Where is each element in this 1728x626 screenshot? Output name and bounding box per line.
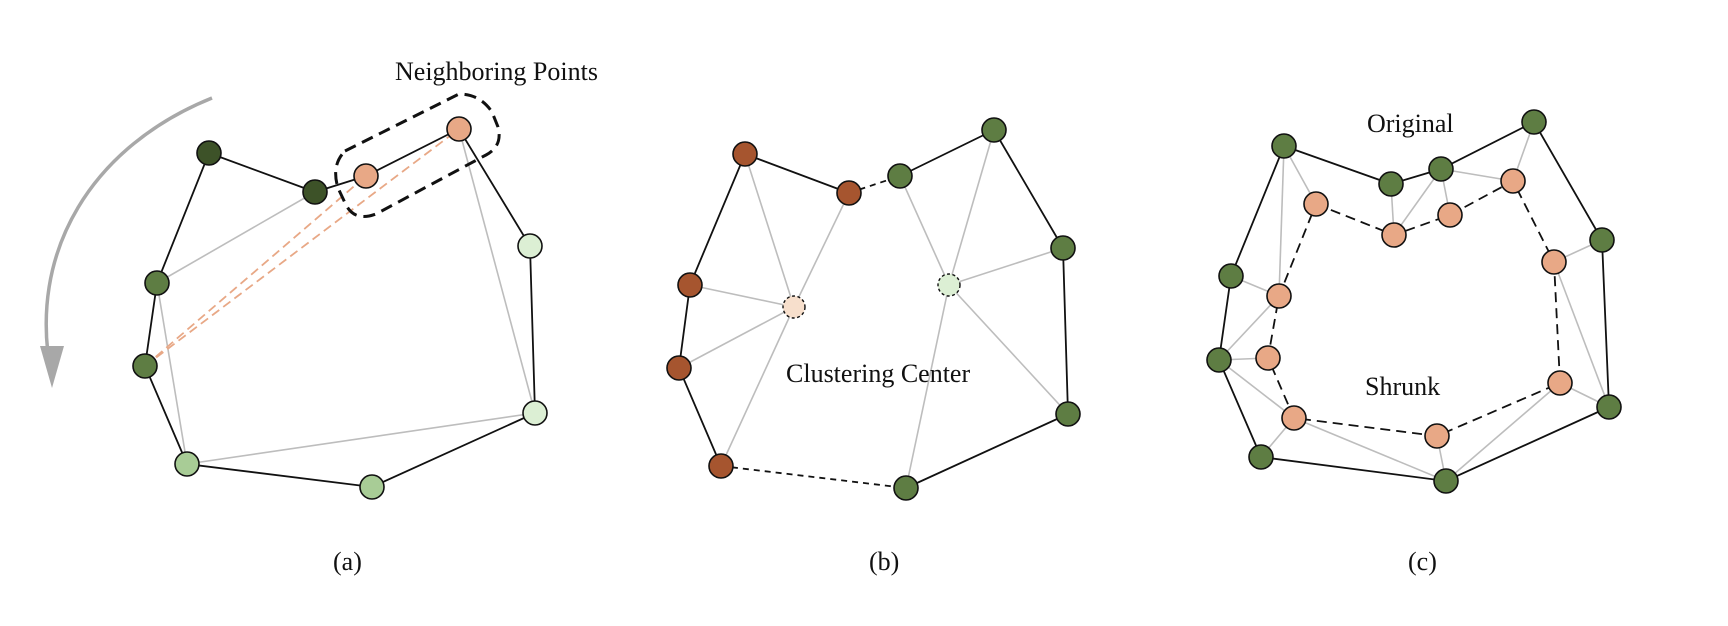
cluster-center-green [937,273,961,297]
node [1248,444,1274,470]
node [1266,283,1292,309]
node [1378,171,1404,197]
caption-c: (c) [1408,547,1437,576]
node [708,453,734,479]
shrunk-label: Shrunk [1365,372,1440,401]
panel-a-nodes [132,116,548,500]
node [522,400,548,426]
neighboring-points-label: Neighboring Points [395,57,598,86]
node [1437,202,1463,228]
node [893,475,919,501]
panel-b-spokes [678,129,1069,489]
node [1055,401,1081,427]
node [981,117,1007,143]
node [836,180,862,206]
node [1271,133,1297,159]
cluster-center-brown [782,295,806,319]
node [1500,168,1526,194]
panel-a: Neighboring Points (a) [40,57,598,576]
node [1218,263,1244,289]
node [1206,347,1232,373]
node [666,355,692,381]
node [144,270,170,296]
node [1281,405,1307,431]
node [887,163,913,189]
node [1428,156,1454,182]
node [1424,423,1450,449]
node [1596,394,1622,420]
node [359,474,385,500]
node [174,451,200,477]
node [1547,370,1573,396]
node [1303,191,1329,217]
panel-b-nodes [666,117,1081,501]
rotation-arrow-icon [44,96,213,379]
node [132,353,158,379]
node [302,179,328,205]
rotation-arrow-head-icon [40,346,64,388]
node [1381,222,1407,248]
node [1255,345,1281,371]
node [446,116,472,142]
neighbor-highlight-box [334,92,501,218]
caption-a: (a) [333,547,362,576]
node [1589,227,1615,253]
panel-c-original-nodes [1206,109,1622,494]
panel-b: Clustering Center (b) [666,117,1081,576]
panel-c-shrunk-nodes [1255,168,1573,449]
caption-b: (b) [869,547,899,576]
node [517,233,543,259]
node [677,272,703,298]
panel-c-shrunk-polygon [1267,179,1561,437]
node [353,163,379,189]
panel-a-polygon [144,127,536,488]
clustering-center-label: Clustering Center [786,359,970,388]
node [196,140,222,166]
panel-a-internal-edges [156,128,536,465]
panel-c: Original Shrunk (c) [1206,109,1622,576]
node [732,141,758,167]
node [1050,235,1076,261]
panel-a-neighbor-edges [144,128,460,367]
node [1541,249,1567,275]
panel-b-green-boundary [899,128,1069,489]
panel-b-brown-boundary [678,152,850,467]
node [1521,109,1547,135]
panel-b-bridge-edges [720,175,907,489]
node [1433,468,1459,494]
original-label: Original [1367,109,1454,138]
